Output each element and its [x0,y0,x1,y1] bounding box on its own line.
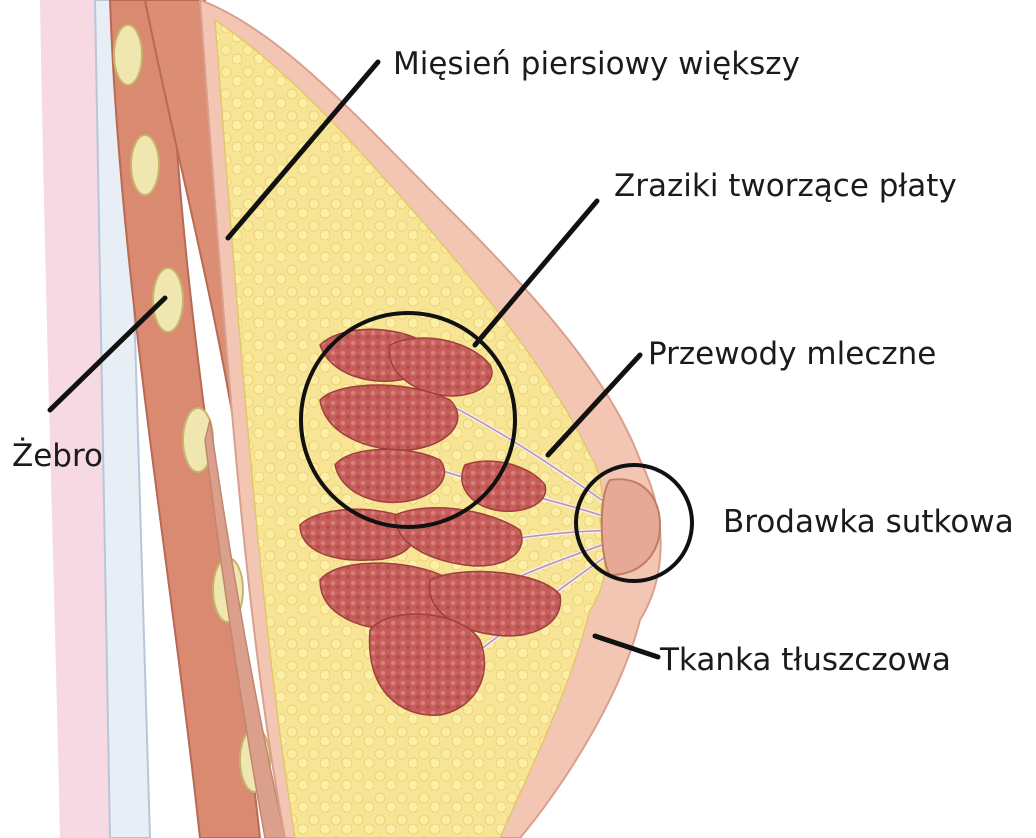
rib-section [114,25,142,85]
ducts-label: Przewody mleczne [648,336,936,372]
rib-label: Żebro [12,438,103,474]
lobules-label: Zraziki tworzące płaty [614,168,957,204]
fat-label: Tkanka tłuszczowa [659,642,951,678]
muscle-label: Mięsień piersiowy większy [393,46,800,82]
rib-section [131,135,159,195]
rib-section [153,268,183,332]
nipple-label: Brodawka sutkowa [723,504,1014,540]
